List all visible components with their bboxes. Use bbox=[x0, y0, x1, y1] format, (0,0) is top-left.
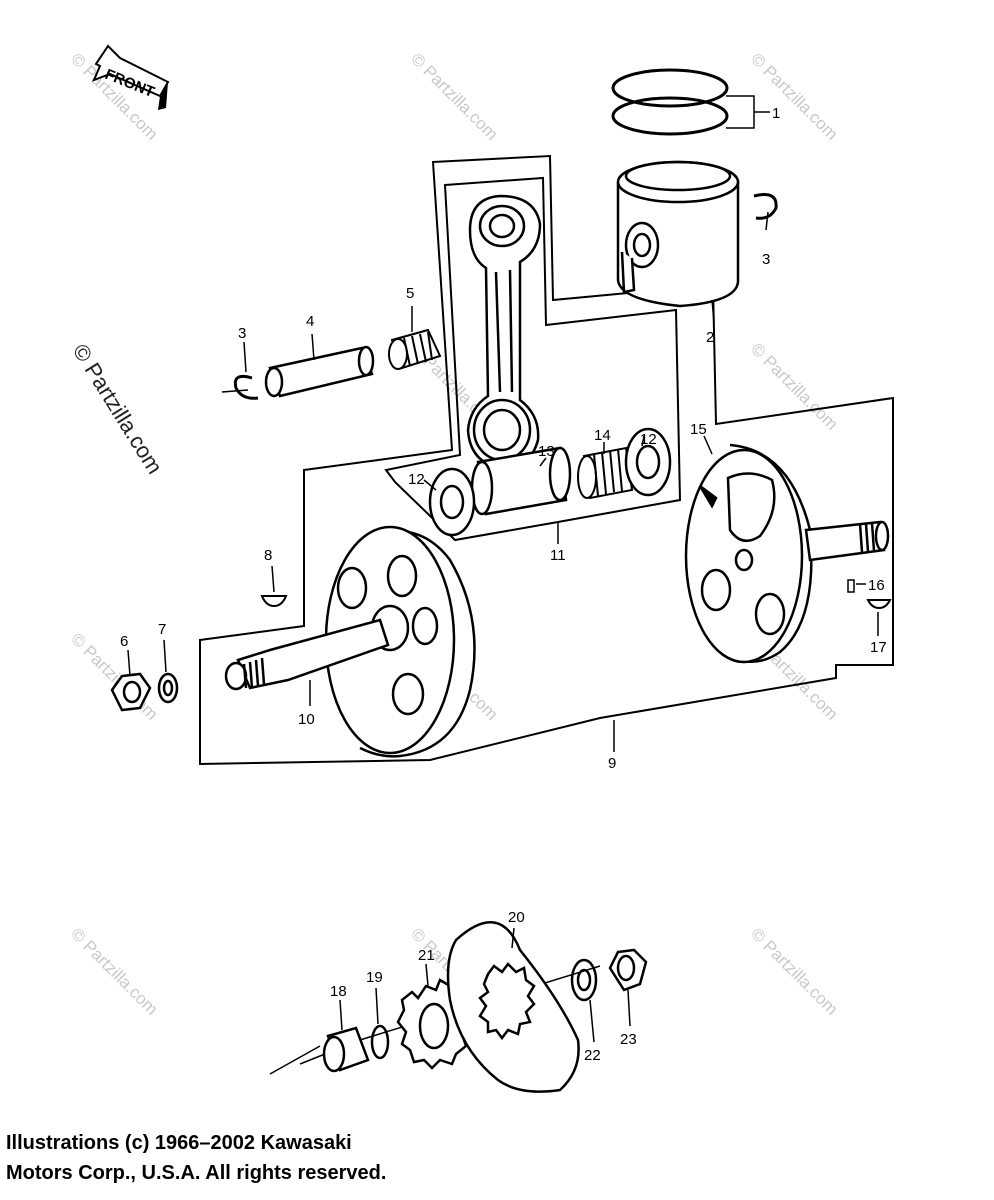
watermark: © Partzilla.com bbox=[747, 339, 841, 433]
watermark: © Partzilla.com bbox=[407, 49, 501, 143]
callout-5: 5 bbox=[406, 285, 414, 302]
thrust-washer-left bbox=[428, 467, 476, 537]
piston-pin bbox=[264, 345, 375, 398]
callout-19: 19 bbox=[366, 969, 383, 986]
watermark: © Partzilla.com bbox=[747, 924, 841, 1018]
callout-17: 17 bbox=[870, 639, 887, 656]
watermark: © Partzilla.com bbox=[747, 49, 841, 143]
callout-3-left: 3 bbox=[238, 325, 246, 342]
copyright-notice: Illustrations (c) 1966–2002 Kawasaki Mot… bbox=[6, 1128, 386, 1188]
piston bbox=[616, 160, 740, 308]
leader-lines bbox=[127, 95, 879, 752]
callout-12-right: 12 bbox=[640, 431, 657, 448]
circlip-left bbox=[233, 374, 259, 400]
crank-washer bbox=[157, 672, 179, 704]
watermark: © Partzilla.com bbox=[67, 924, 161, 1018]
sprocket-nut bbox=[608, 948, 648, 992]
crank-nut bbox=[110, 672, 152, 712]
o-ring bbox=[370, 1024, 390, 1060]
bushing bbox=[322, 1026, 370, 1073]
callout-3-right: 3 bbox=[762, 251, 770, 268]
copyright-line-2: Motors Corp., U.S.A. All rights reserved… bbox=[6, 1162, 387, 1184]
lock-washer bbox=[570, 958, 598, 1002]
callout-1: 1 bbox=[772, 105, 780, 122]
side-watermark: © Partzilla.com bbox=[68, 339, 168, 478]
woodruff-key-left bbox=[260, 595, 288, 608]
small-end-bearing bbox=[388, 328, 442, 370]
big-end-bearing bbox=[577, 446, 634, 500]
crank-pin bbox=[470, 446, 572, 516]
callout-21: 21 bbox=[418, 947, 435, 964]
connecting-rod bbox=[466, 194, 542, 470]
callout-23: 23 bbox=[620, 1031, 637, 1048]
callout-13: 13 bbox=[538, 443, 555, 460]
callout-12-left: 12 bbox=[408, 471, 425, 488]
left-crankshaft bbox=[224, 618, 390, 691]
callout-10: 10 bbox=[298, 711, 315, 728]
retaining-plate bbox=[446, 921, 580, 1093]
callout-11: 11 bbox=[550, 547, 566, 564]
right-flywheel bbox=[684, 443, 813, 664]
left-flywheel bbox=[324, 525, 476, 758]
watermark: © Partzilla.com bbox=[67, 629, 161, 723]
callout-16: 16 bbox=[868, 577, 885, 594]
callout-7: 7 bbox=[158, 621, 166, 638]
callout-4: 4 bbox=[306, 313, 314, 330]
circlip-right bbox=[753, 193, 778, 220]
callout-20: 20 bbox=[508, 909, 525, 926]
callout-9: 9 bbox=[608, 755, 616, 772]
bottom-leader-lines bbox=[339, 927, 631, 1043]
callout-6: 6 bbox=[120, 633, 128, 650]
callout-numbers: 1 2 3 3 4 5 6 7 8 9 10 11 12 12 13 14 15… bbox=[120, 105, 887, 1064]
thrust-washer-right bbox=[624, 427, 672, 497]
woodruff-key-right bbox=[866, 599, 892, 610]
callout-22: 22 bbox=[584, 1047, 601, 1064]
callout-2: 2 bbox=[706, 329, 714, 346]
callout-14: 14 bbox=[594, 427, 611, 444]
dowel-pin bbox=[847, 579, 855, 593]
right-crankshaft bbox=[804, 520, 890, 562]
copyright-line-1: Illustrations (c) 1966–2002 Kawasaki bbox=[6, 1132, 352, 1154]
callout-8: 8 bbox=[264, 547, 272, 564]
callout-15: 15 bbox=[690, 421, 707, 438]
callout-18: 18 bbox=[330, 983, 347, 1000]
piston-rings bbox=[611, 68, 729, 136]
bottom-assembly bbox=[269, 921, 648, 1093]
